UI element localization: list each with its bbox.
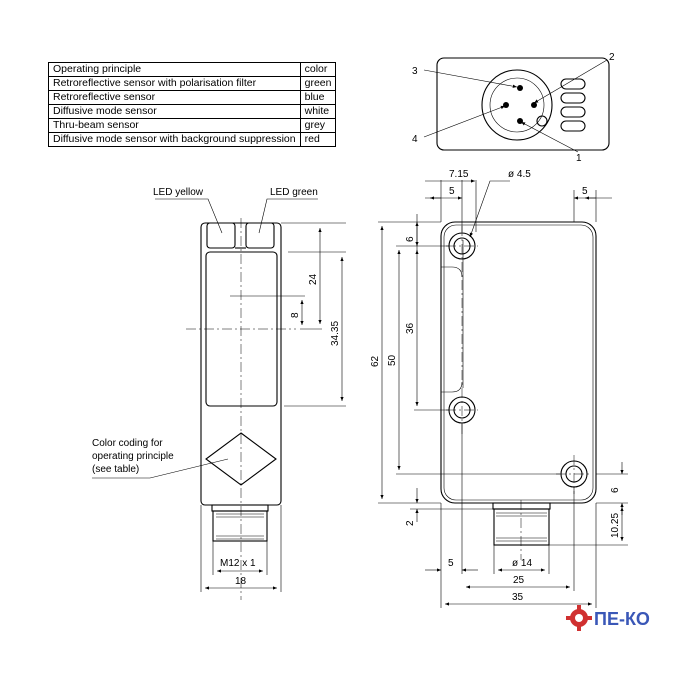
front-view: LED yellow LED green Color coding for op… (92, 187, 346, 600)
pin-label: 1 (576, 153, 582, 164)
gear-icon (566, 605, 592, 631)
table-row: Retroreflective sensor blue (48, 90, 337, 105)
table-cell: Retroreflective sensor (48, 90, 301, 105)
pin-label: 3 (412, 66, 418, 77)
connector-pin (531, 102, 537, 108)
pin-label: 2 (609, 52, 615, 63)
connector-end-view: 3 4 2 1 (412, 52, 615, 164)
dimension-10-25: 10.25 (610, 513, 621, 538)
connector-pin (517, 85, 523, 91)
dimension-6-top: 6 (405, 236, 416, 242)
dimension-36: 36 (405, 322, 416, 334)
dimension-25: 25 (513, 575, 525, 586)
dimension-5-top: 5 (449, 186, 455, 197)
led-green-label: LED green (270, 187, 318, 198)
table-row: Diffusive mode sensor with background su… (48, 132, 337, 147)
callout-line: Color coding for (92, 438, 163, 449)
table-cell: Thru-beam sensor (48, 118, 301, 133)
dimension-dia-14: ø 14 (512, 558, 532, 569)
connector-pin (503, 102, 509, 108)
dimension-dia-4-5: ø 4.5 (508, 169, 531, 180)
company-logo: ПЕ-КО (566, 598, 666, 638)
dimension-62: 62 (370, 355, 381, 367)
table-cell: red (299, 132, 337, 147)
dimension-50: 50 (387, 354, 398, 366)
dimension-5-right: 5 (582, 186, 588, 197)
thread-label: M12 x 1 (220, 558, 256, 569)
dimension-24: 24 (308, 273, 319, 285)
table-row: Thru-beam sensor grey (48, 118, 337, 133)
dimension-7-15: 7.15 (449, 169, 469, 180)
callout-line: (see table) (92, 464, 139, 475)
table-cell: grey (299, 118, 337, 133)
side-view: 7.15 5 ø 4.5 5 6 36 50 62 2 6 10.25 (370, 169, 628, 608)
operating-principle-table: Operating principle color Retroreflectiv… (48, 62, 337, 147)
dimension-18: 18 (235, 576, 247, 587)
dimension-5-bottom: 5 (448, 558, 454, 569)
led-yellow-label: LED yellow (153, 187, 204, 198)
dimension-2: 2 (405, 520, 416, 526)
logo-text: ПЕ-КО (594, 609, 650, 629)
dimension-34-35: 34.35 (330, 321, 341, 346)
connector-pin (517, 118, 523, 124)
dimension-35: 35 (512, 592, 524, 603)
dimension-6-bottom: 6 (610, 487, 621, 493)
callout-line: operating principle (92, 451, 174, 462)
pin-label: 4 (412, 134, 418, 145)
dimension-8: 8 (290, 312, 301, 318)
table-cell: Diffusive mode sensor with background su… (48, 132, 301, 147)
